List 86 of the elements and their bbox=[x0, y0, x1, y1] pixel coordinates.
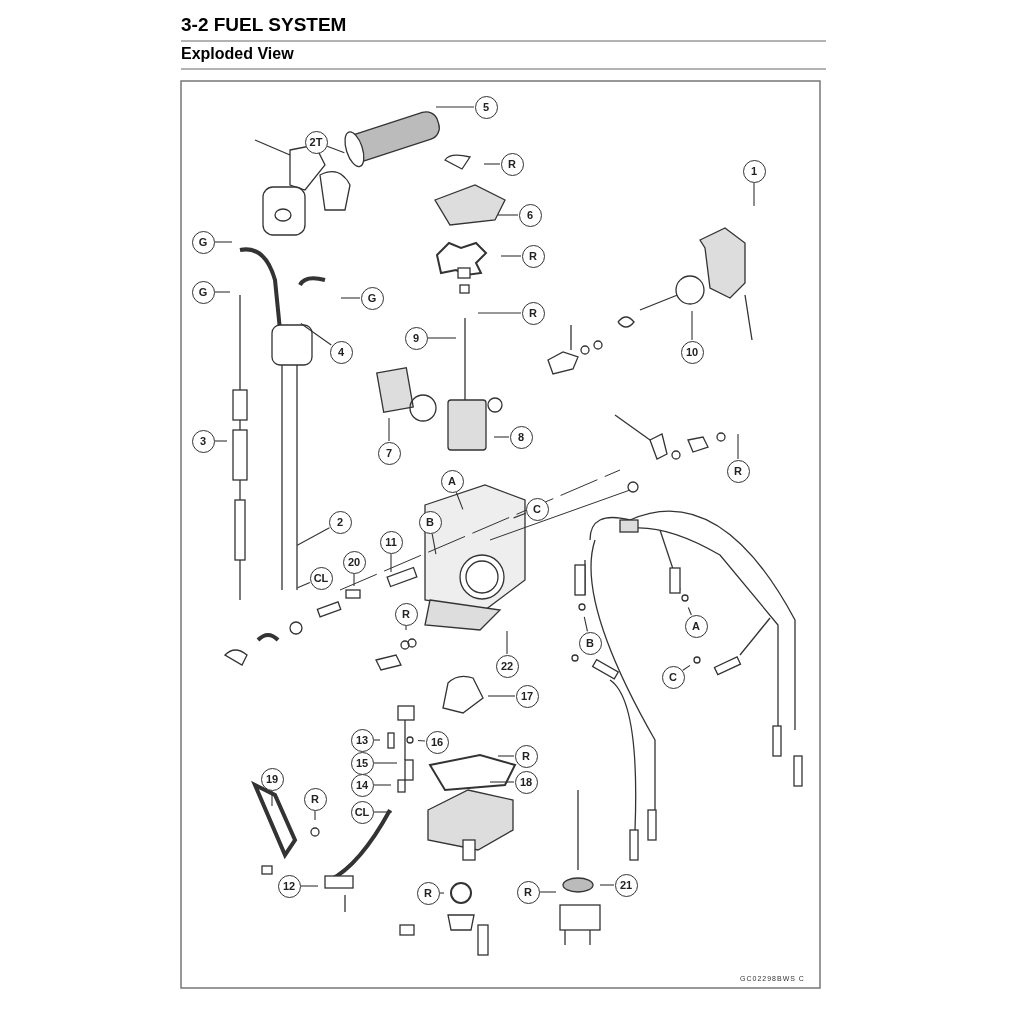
callout-number: 17 bbox=[515, 684, 539, 708]
callout-number: 3 bbox=[191, 429, 215, 453]
leader-line bbox=[506, 630, 508, 655]
reference-letter: R bbox=[303, 787, 327, 811]
leader-line bbox=[497, 214, 519, 216]
leader-line bbox=[489, 781, 515, 783]
callout-number: 4 bbox=[329, 340, 353, 364]
leader-line bbox=[753, 182, 755, 207]
leader-line bbox=[500, 255, 522, 257]
leader-line bbox=[539, 891, 557, 893]
callout-number: 11 bbox=[379, 530, 403, 554]
leader-line bbox=[493, 436, 510, 438]
leader-line bbox=[497, 755, 515, 757]
reference-letter: CL bbox=[309, 566, 333, 590]
callout-number: 19 bbox=[260, 767, 284, 791]
leader-line bbox=[405, 625, 407, 631]
callout-number: 6 bbox=[518, 203, 542, 227]
leader-line bbox=[737, 433, 739, 460]
callout-number: 1 bbox=[742, 159, 766, 183]
reference-letter: R bbox=[514, 744, 538, 768]
reference-letter: R bbox=[726, 459, 750, 483]
reference-letter: G bbox=[191, 230, 215, 254]
callout-number: 9 bbox=[404, 326, 428, 350]
reference-letter: R bbox=[416, 881, 440, 905]
page-title: 3-2 FUEL SYSTEM bbox=[181, 14, 347, 36]
leader-line bbox=[435, 106, 475, 108]
leader-line bbox=[417, 739, 426, 742]
callout-number: 10 bbox=[680, 340, 704, 364]
leader-line bbox=[388, 417, 390, 442]
reference-letter: R bbox=[516, 880, 540, 904]
leader-line bbox=[583, 616, 588, 632]
reference-letter: A bbox=[684, 614, 708, 638]
leader-line bbox=[513, 512, 527, 519]
leader-line bbox=[214, 440, 228, 442]
leader-line bbox=[477, 312, 522, 314]
callout-number: 20 bbox=[342, 550, 366, 574]
callout-number: 16 bbox=[425, 730, 449, 754]
leader-line bbox=[314, 810, 316, 821]
leader-line bbox=[353, 573, 355, 587]
section-heading: Exploded View bbox=[181, 45, 294, 63]
callout-number: 12 bbox=[277, 874, 301, 898]
reference-letter: A bbox=[440, 469, 464, 493]
leader-line bbox=[682, 664, 691, 671]
callout-number: 22 bbox=[495, 654, 519, 678]
leader-line bbox=[373, 811, 393, 813]
callout-number: 2T bbox=[304, 130, 328, 154]
leader-line bbox=[300, 885, 319, 887]
callout-number: 18 bbox=[514, 770, 538, 794]
reference-letter: R bbox=[521, 301, 545, 325]
leader-line bbox=[483, 163, 501, 165]
callout-number: 21 bbox=[614, 873, 638, 897]
reference-letter: R bbox=[500, 152, 524, 176]
leader-line bbox=[214, 291, 231, 293]
leader-line bbox=[439, 892, 445, 894]
leader-line bbox=[687, 607, 692, 616]
leader-line bbox=[390, 553, 392, 573]
leader-line bbox=[271, 790, 273, 807]
callout-number: 14 bbox=[350, 773, 374, 797]
callout-number: 8 bbox=[509, 425, 533, 449]
callout-number: 5 bbox=[474, 95, 498, 119]
leader-line bbox=[326, 145, 345, 154]
leader-line bbox=[599, 884, 615, 886]
leader-line bbox=[487, 695, 516, 697]
reference-letter: G bbox=[360, 286, 384, 310]
reference-letter: G bbox=[191, 280, 215, 304]
leader-line bbox=[300, 322, 332, 346]
leader-line bbox=[427, 337, 457, 339]
callout-number: 7 bbox=[377, 441, 401, 465]
reference-letter: R bbox=[394, 602, 418, 626]
leader-line bbox=[455, 491, 464, 510]
leader-line bbox=[214, 241, 233, 243]
leader-line bbox=[373, 739, 381, 741]
reference-letter: C bbox=[661, 665, 685, 689]
leader-line bbox=[373, 784, 392, 786]
leader-line bbox=[373, 762, 398, 764]
callout-number: 13 bbox=[350, 728, 374, 752]
leader-line bbox=[340, 297, 361, 299]
leader-line bbox=[691, 310, 693, 341]
leader-line bbox=[297, 582, 311, 589]
leader-line bbox=[431, 533, 437, 555]
callout-number: 2 bbox=[328, 510, 352, 534]
reference-letter: CL bbox=[350, 800, 374, 824]
reference-letter: R bbox=[521, 244, 545, 268]
callout-number: 15 bbox=[350, 751, 374, 775]
leader-line bbox=[296, 527, 330, 546]
reference-letter: B bbox=[578, 631, 602, 655]
